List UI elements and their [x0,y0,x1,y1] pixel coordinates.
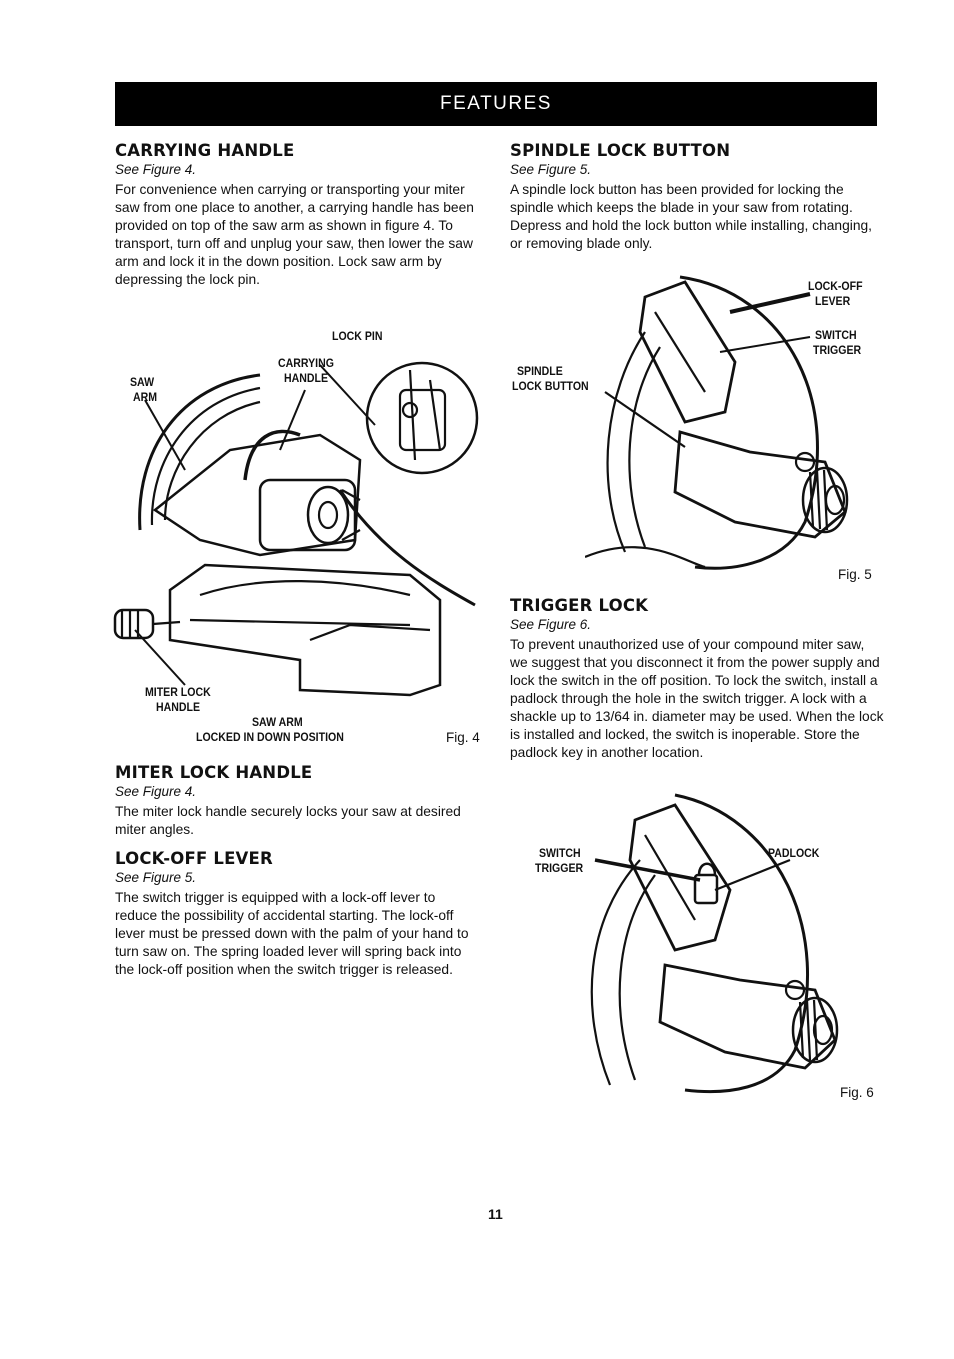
spindle-lock-button-label-line1: SPINDLE [517,364,563,378]
figure-4-caption-line1: SAW ARM [252,715,303,729]
page-number: 11 [488,1206,503,1222]
spindle-lock-button-text: A spindle lock button has been provided … [510,182,873,251]
switch-trigger-label-line1: SWITCH [815,328,857,342]
figure-4-label: Fig. 4 [446,730,480,745]
saw-arm-label-line1: SAW [130,375,155,389]
lock-off-lever-figure-ref: See Figure 5. [115,870,197,885]
spindle-lock-button-heading: SPINDLE LOCK BUTTON [510,141,731,160]
carrying-handle-figure-ref: See Figure 4. [115,162,197,177]
section-banner: FEATURES [115,82,877,126]
lock-off-lever-section: LOCK-OFF LEVER See Figure 5. The switch … [115,849,480,979]
miter-lock-handle-label-line1: MITER LOCK [145,685,211,699]
lock-off-lever-heading: LOCK-OFF LEVER [115,849,273,868]
lock-off-lever-label-line2: LEVER [815,294,851,308]
spindle-lock-button-figure-ref: See Figure 5. [510,162,592,177]
spindle-lock-button-label-line2: LOCK BUTTON [512,379,589,393]
saw-arm-label-line2: ARM [133,390,158,404]
carrying-handle-section: CARRYING HANDLE See Figure 4. For conven… [115,141,480,289]
fig6-switch-trigger-label-line1: SWITCH [539,846,581,860]
figure-4-caption-line2: LOCKED IN DOWN POSITION [196,730,344,744]
figure-5-illustration [585,275,849,570]
carrying-handle-label-line2: HANDLE [284,371,328,385]
carrying-handle-heading: CARRYING HANDLE [115,141,295,160]
trigger-lock-section: TRIGGER LOCK See Figure 6. To prevent un… [510,596,885,762]
figure-6-label: Fig. 6 [840,1085,874,1100]
miter-lock-handle-label-line2: HANDLE [156,700,200,714]
carrying-handle-label-line1: CARRYING [278,356,334,370]
miter-lock-handle-section: MITER LOCK HANDLE See Figure 4. The mite… [115,763,480,839]
lock-off-lever-label-line1: LOCK-OFF [808,279,863,293]
miter-lock-handle-text: The miter lock handle securely locks you… [115,804,461,837]
trigger-lock-text: To prevent unauthorized use of your comp… [510,637,884,760]
fig6-switch-trigger-label-line2: TRIGGER [535,861,584,875]
switch-trigger-label-line2: TRIGGER [813,343,862,357]
lock-pin-label: LOCK PIN [332,329,383,343]
miter-lock-handle-heading: MITER LOCK HANDLE [115,763,313,782]
figure-4-illustration [113,361,479,697]
figure-6-illustration [590,793,839,1094]
carrying-handle-text: For convenience when carrying or transpo… [115,182,474,287]
trigger-lock-heading: TRIGGER LOCK [510,596,649,615]
spindle-lock-button-section: SPINDLE LOCK BUTTON See Figure 5. A spin… [510,141,875,253]
trigger-lock-figure-ref: See Figure 6. [510,617,592,632]
figure-5-label: Fig. 5 [838,567,872,582]
miter-lock-handle-figure-ref: See Figure 4. [115,784,197,799]
padlock-label: PADLOCK [768,846,820,860]
lock-off-lever-text: The switch trigger is equipped with a lo… [115,890,469,977]
